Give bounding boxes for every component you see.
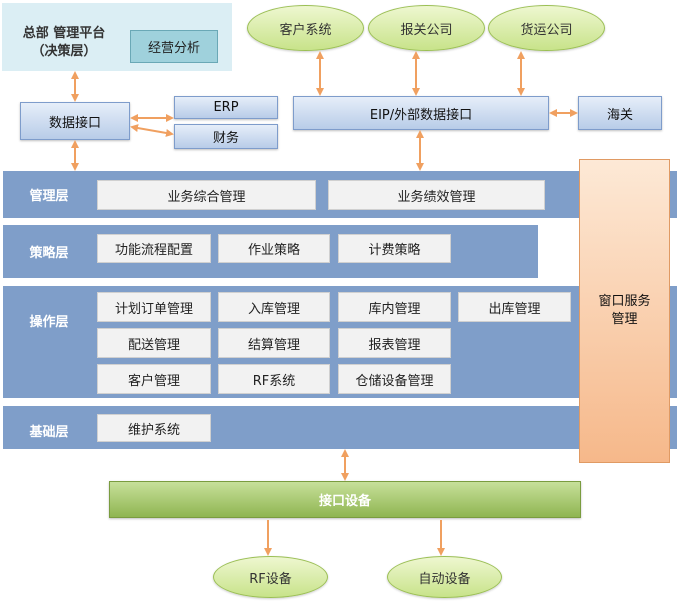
module-rf-system: RF系统 [218,364,330,394]
module-maintenance: 维护系统 [97,414,211,442]
module-customer: 客户管理 [97,364,211,394]
module-plan-order: 计划订单管理 [97,292,211,322]
foundation-layer-label: 基础层 [29,425,69,440]
module-billing-strategy: 计费策略 [338,234,451,263]
module-settlement: 结算管理 [218,328,330,358]
module-outbound: 出库管理 [458,292,571,322]
module-business-performance: 业务绩效管理 [328,180,545,210]
management-layer-label: 管理层 [29,189,69,204]
module-storage-equipment: 仓储设备管理 [338,364,451,394]
freight-company-ellipse: 货运公司 [488,5,605,51]
customs-broker-ellipse: 报关公司 [368,5,485,51]
finance-box: 财务 [174,124,278,149]
headquarters-title-line2: （决策层） [31,44,97,59]
erp-box: ERP [174,96,278,119]
eip-box: EIP/外部数据接口 [293,96,549,130]
customer-system-ellipse: 客户系统 [247,5,364,51]
module-in-warehouse: 库内管理 [338,292,451,322]
module-business-integrated: 业务综合管理 [97,180,316,210]
window-service-box: 窗口服务 管理 [579,159,670,463]
module-process-config: 功能流程配置 [97,234,211,263]
module-work-strategy: 作业策略 [218,234,330,263]
arrow-data-finance [130,124,174,137]
interface-device-bar: 接口设备 [109,481,581,518]
window-service-line1: 窗口服务 [598,294,651,309]
headquarters-title-line1: 总部 管理平台 [22,26,106,41]
auto-device-ellipse: 自动设备 [387,556,502,598]
operation-layer-label: 操作层 [29,314,69,330]
module-inbound: 入库管理 [218,292,330,322]
strategy-layer-label: 策略层 [29,246,69,261]
rf-device-ellipse: RF设备 [213,556,328,598]
window-service-line2: 管理 [611,312,638,327]
customs-box: 海关 [578,96,662,130]
headquarters-title: 总部 管理平台 （决策层） [8,22,120,64]
module-delivery: 配送管理 [97,328,211,358]
business-analysis-box: 经营分析 [130,30,218,63]
module-report: 报表管理 [338,328,451,358]
data-interface-box: 数据接口 [20,102,130,140]
